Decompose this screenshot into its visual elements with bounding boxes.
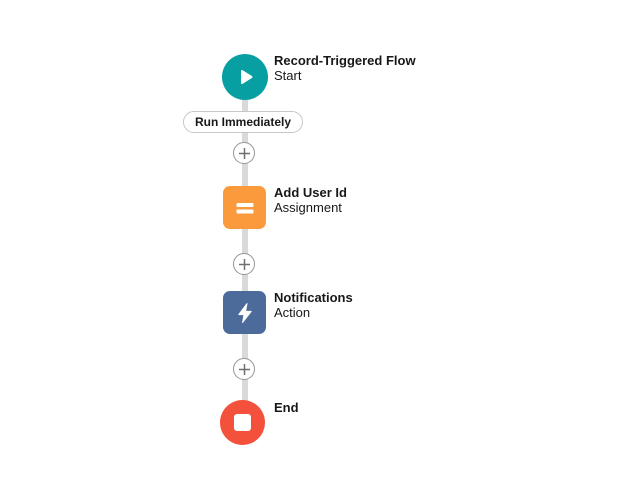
end-node-title: End xyxy=(274,400,299,415)
assignment-node-subtitle: Assignment xyxy=(274,200,342,215)
lightning-icon xyxy=(232,300,258,326)
action-node-title: Notifications xyxy=(274,290,353,305)
trigger-badge-label: Run Immediately xyxy=(194,115,292,129)
plus-icon xyxy=(235,255,254,274)
assignment-node-label: Add User Id Assignment xyxy=(274,185,347,215)
add-element-button[interactable] xyxy=(233,253,255,275)
start-node-title: Record-Triggered Flow xyxy=(274,53,416,68)
add-element-button[interactable] xyxy=(233,358,255,380)
stop-icon xyxy=(234,414,251,431)
assignment-node[interactable] xyxy=(223,186,266,229)
equals-icon xyxy=(232,195,258,221)
plus-icon xyxy=(235,360,254,379)
start-node[interactable] xyxy=(222,54,268,100)
assignment-node-title: Add User Id xyxy=(274,185,347,200)
end-node-label: End xyxy=(274,400,299,415)
action-node[interactable] xyxy=(223,291,266,334)
action-node-subtitle: Action xyxy=(274,305,311,320)
plus-icon xyxy=(235,144,254,163)
start-node-label: Record-Triggered Flow Start xyxy=(274,53,416,83)
end-node[interactable] xyxy=(220,400,265,445)
trigger-badge: Run Immediately xyxy=(182,111,304,133)
start-node-subtitle: Start xyxy=(274,68,302,83)
add-element-button[interactable] xyxy=(233,142,255,164)
play-icon xyxy=(233,65,257,89)
action-node-label: Notifications Action xyxy=(274,290,353,320)
connector-line xyxy=(242,96,248,402)
